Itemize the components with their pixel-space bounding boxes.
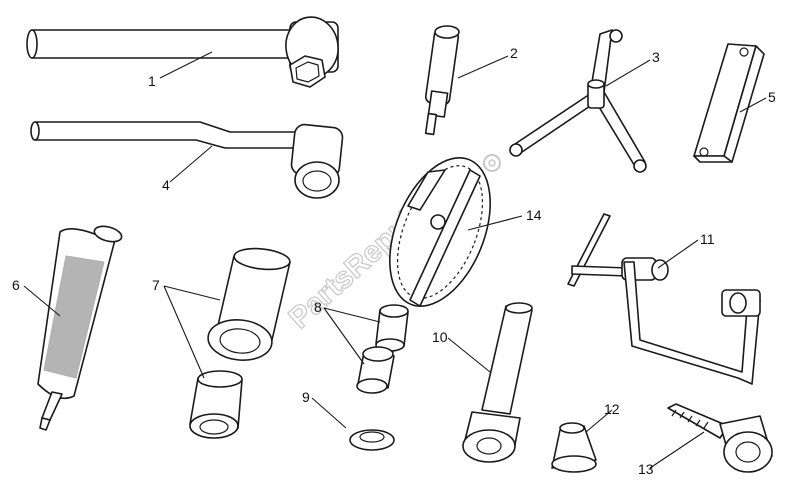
part-5-plate-tool[interactable] [693, 43, 765, 163]
callout-8: 8 [314, 299, 322, 315]
callout-13: 13 [638, 461, 654, 477]
part-8-stepped-drifts[interactable] [356, 304, 409, 394]
part-2-punch[interactable] [424, 25, 460, 136]
callout-4: 4 [162, 177, 170, 193]
callout-11: 11 [700, 231, 715, 247]
callout-numbers: 1 2 3 4 5 6 7 8 9 10 11 12 13 14 [12, 45, 776, 477]
callout-10: 10 [432, 329, 448, 345]
callout-12: 12 [604, 401, 620, 417]
gear-icon [483, 154, 501, 172]
leader-lines [23, 51, 767, 469]
callout-14: 14 [526, 207, 542, 223]
part-14-flywheel-holder[interactable] [370, 143, 510, 321]
callout-5: 5 [768, 89, 776, 105]
part-3-tripod-holder[interactable] [509, 29, 647, 173]
callout-3: 3 [652, 49, 660, 65]
part-13-threaded-pin[interactable] [667, 403, 773, 473]
part-10-socket-drift[interactable] [462, 302, 533, 463]
part-6-knurled-drift[interactable] [37, 224, 123, 431]
callout-6: 6 [12, 277, 20, 293]
part-11-c-frame-puller[interactable] [567, 213, 761, 385]
part-12-cone[interactable] [551, 422, 597, 473]
callout-7: 7 [152, 277, 160, 293]
part-7-sleeves[interactable] [189, 246, 291, 439]
callout-2: 2 [510, 45, 518, 61]
part-4-cranked-wrench[interactable] [30, 121, 344, 199]
callout-9: 9 [302, 389, 310, 405]
part-1-socket-wrench[interactable] [26, 14, 342, 88]
part-9-ring[interactable] [349, 429, 395, 451]
callout-1: 1 [148, 73, 156, 89]
